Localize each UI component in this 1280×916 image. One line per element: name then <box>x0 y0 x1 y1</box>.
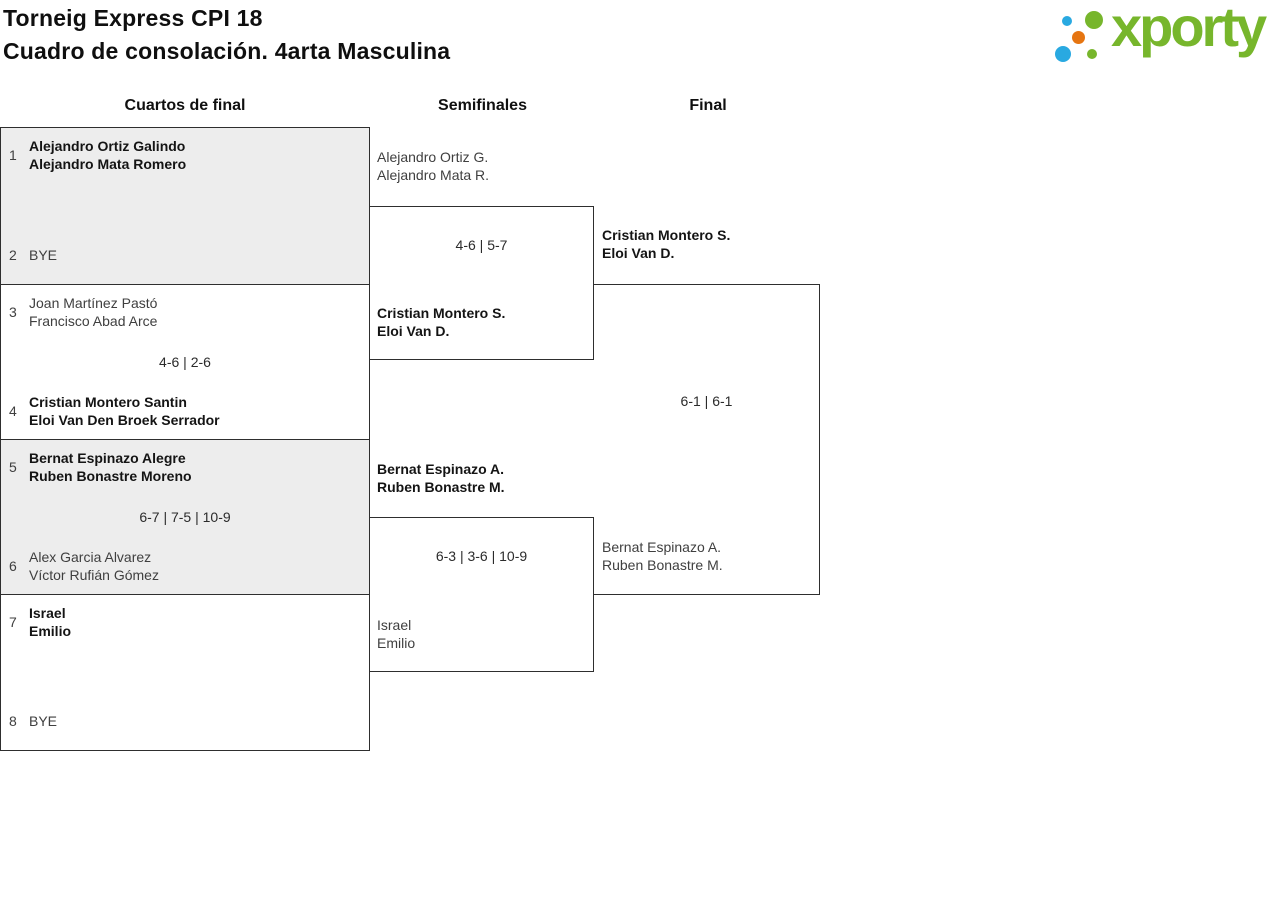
qf3-team-top: 5 Bernat Espinazo Alegre Ruben Bonastre … <box>9 449 192 485</box>
sf-match-2: 6-3 | 3-6 | 10-9 <box>370 517 594 672</box>
logo-dot-green-large-icon <box>1085 11 1103 29</box>
player-name: Alejandro Ortiz Galindo <box>29 138 186 154</box>
player-name: Ruben Bonastre M. <box>602 557 723 573</box>
sf2-team-top: Bernat Espinazo A. Ruben Bonastre M. <box>377 460 505 496</box>
player-name: BYE <box>29 713 58 729</box>
sf1-team-bottom: Cristian Montero S. Eloi Van D. <box>377 304 505 340</box>
tournament-name: Torneig Express CPI 18 <box>3 5 263 31</box>
qf4-team-top: 7 Israel Emilio <box>9 604 71 640</box>
final-match: 6-1 | 6-1 <box>594 284 820 595</box>
player-name: Alejandro Mata R. <box>377 167 490 183</box>
seed-number: 5 <box>9 459 17 475</box>
player-name: Joan Martínez Pastó <box>29 295 158 311</box>
match-score: 6-3 | 3-6 | 10-9 <box>435 548 528 564</box>
qf1-team-top: 1 Alejandro Ortiz Galindo Alejandro Mata… <box>9 137 186 173</box>
player-name: Alex Garcia Alvarez <box>29 549 152 565</box>
qf1-team-bottom: 2 BYE <box>9 246 57 264</box>
seed-number: 3 <box>9 304 17 320</box>
player-name: Eloi Van Den Broek Serrador <box>29 412 220 428</box>
player-name: Bernat Espinazo A. <box>377 461 505 477</box>
final-team-bottom: Bernat Espinazo A. Ruben Bonastre M. <box>602 538 723 574</box>
player-name: Eloi Van D. <box>377 323 450 339</box>
round-header-semifinals: Semifinales <box>438 97 527 114</box>
player-name: Eloi Van D. <box>602 245 675 261</box>
match-score: 6-1 | 6-1 <box>680 393 733 409</box>
qf-match-1: 1 Alejandro Ortiz Galindo Alejandro Mata… <box>0 127 370 285</box>
sf2-team-bottom: Israel Emilio <box>377 616 415 652</box>
player-name: Víctor Rufián Gómez <box>29 567 159 583</box>
seed-number: 1 <box>9 147 17 163</box>
qf2-team-bottom: 4 Cristian Montero Santin Eloi Van Den B… <box>9 393 220 429</box>
seed-number: 2 <box>9 247 17 263</box>
qf-match-2: 3 Joan Martínez Pastó Francisco Abad Arc… <box>0 284 370 440</box>
player-name: Bernat Espinazo Alegre <box>29 450 186 466</box>
player-name: Cristian Montero S. <box>377 305 506 321</box>
logo-wordmark: xporty <box>1111 0 1267 58</box>
round-header-quarterfinals: Cuartos de final <box>124 97 246 114</box>
player-name: Israel <box>377 617 412 633</box>
sf1-team-top: Alejandro Ortiz G. Alejandro Mata R. <box>377 148 489 184</box>
seed-number: 6 <box>9 558 17 574</box>
match-score: 4-6 | 5-7 <box>455 237 508 253</box>
qf-match-4: 7 Israel Emilio 8 BYE <box>0 594 370 751</box>
qf4-team-bottom: 8 BYE <box>9 712 57 730</box>
bracket-subtitle: Cuadro de consolación. 4arta Masculina <box>3 38 451 64</box>
logo-dot-orange-icon <box>1072 31 1085 44</box>
final-team-top: Cristian Montero S. Eloi Van D. <box>602 226 730 262</box>
round-header-final: Final <box>689 97 727 114</box>
qf3-team-bottom: 6 Alex Garcia Alvarez Víctor Rufián Góme… <box>9 548 159 584</box>
player-name: BYE <box>29 247 58 263</box>
match-score: 6-7 | 7-5 | 10-9 <box>139 509 231 525</box>
player-name: Emilio <box>377 635 416 651</box>
player-name: Alejandro Ortiz G. <box>377 149 489 165</box>
page-title: Torneig Express CPI 18 Cuadro de consola… <box>3 2 450 68</box>
qf-match-3: 5 Bernat Espinazo Alegre Ruben Bonastre … <box>0 439 370 595</box>
player-name: Alejandro Mata Romero <box>29 156 187 172</box>
qf2-team-top: 3 Joan Martínez Pastó Francisco Abad Arc… <box>9 294 157 330</box>
xporty-logo: xporty <box>1045 0 1280 80</box>
player-name: Bernat Espinazo A. <box>602 539 722 555</box>
player-name: Emilio <box>29 623 72 639</box>
logo-dot-blue-small-icon <box>1062 16 1072 26</box>
player-name: Israel <box>29 605 66 621</box>
player-name: Cristian Montero S. <box>602 227 731 243</box>
player-name: Ruben Bonastre Moreno <box>29 468 192 484</box>
seed-number: 8 <box>9 713 17 729</box>
logo-dot-blue-large-icon <box>1055 46 1071 62</box>
player-name: Ruben Bonastre M. <box>377 479 505 495</box>
seed-number: 7 <box>9 614 17 630</box>
logo-dot-green-small-icon <box>1087 49 1097 59</box>
seed-number: 4 <box>9 403 17 419</box>
match-score: 4-6 | 2-6 <box>159 354 211 370</box>
sf-match-1: 4-6 | 5-7 <box>370 206 594 360</box>
player-name: Francisco Abad Arce <box>29 313 158 329</box>
player-name: Cristian Montero Santin <box>29 394 187 410</box>
